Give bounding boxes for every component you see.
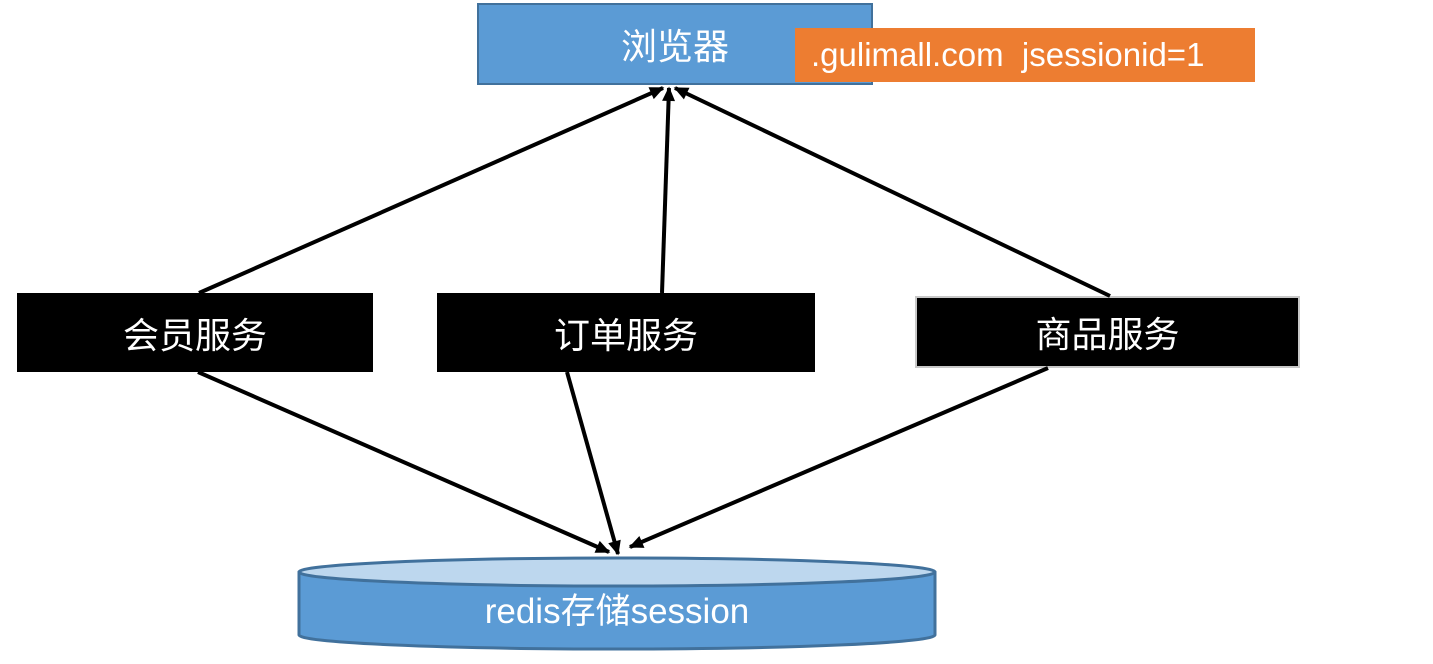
cookie-badge: .gulimall.com jsessionid=1: [795, 28, 1255, 82]
product-service-label: 商品服务: [1035, 314, 1180, 355]
arrow-member-to-redis: [197, 370, 611, 554]
cookie-badge-label: .gulimall.com jsessionid=1: [811, 36, 1205, 73]
product-service-node: 商品服务: [915, 296, 1300, 368]
order-service-label: 订单服务: [553, 314, 698, 356]
member-service-label: 会员服务: [122, 314, 267, 356]
order-service-node: 订单服务: [437, 293, 815, 372]
browser-label: 浏览器: [620, 26, 729, 67]
redis-label: redis存储session: [484, 591, 750, 631]
arrow-product-to-redis: [628, 366, 1049, 549]
cylinder-top-ellipse: [297, 556, 937, 588]
redis-cylinder: [297, 556, 937, 651]
arrow-product-to-browser: [673, 86, 1111, 298]
arrow-member-to-browser: [198, 86, 665, 295]
member-service-node: 会员服务: [17, 293, 373, 372]
cylinder-body: [297, 570, 937, 651]
arrow-order-to-browser: [660, 86, 676, 294]
arrow-order-to-redis: [565, 371, 621, 556]
